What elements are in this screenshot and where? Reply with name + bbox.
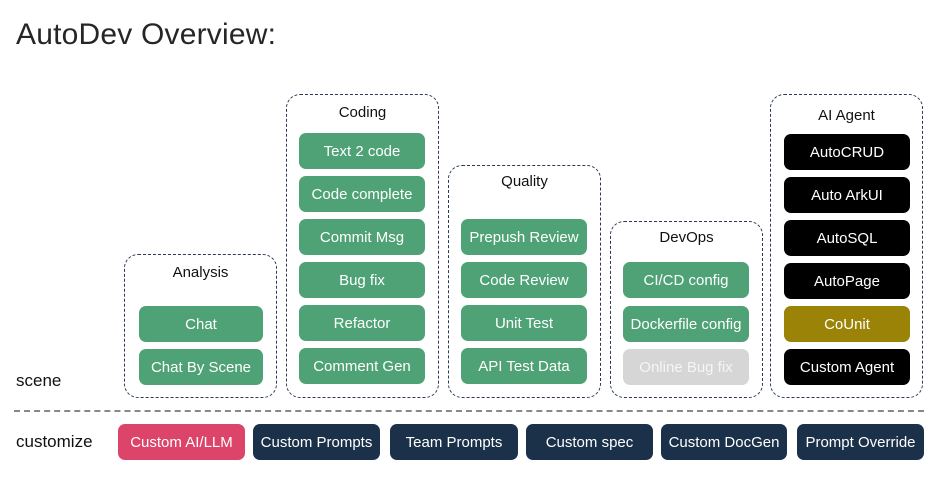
feature-bug-fix: Bug fix xyxy=(299,262,425,298)
customize-custom-docgen: Custom DocGen xyxy=(661,424,787,460)
feature-unit-test: Unit Test xyxy=(461,305,587,341)
group-quality: Quality Prepush Review Code Review Unit … xyxy=(448,165,601,398)
agent-autocrud: AutoCRUD xyxy=(784,134,910,170)
feature-api-test-data: API Test Data xyxy=(461,348,587,384)
feature-refactor: Refactor xyxy=(299,305,425,341)
feature-text-2-code: Text 2 code xyxy=(299,133,425,169)
feature-prepush-review: Prepush Review xyxy=(461,219,587,255)
row-divider xyxy=(14,410,924,412)
customize-custom-ai-llm: Custom AI/LLM xyxy=(118,424,245,460)
group-title-quality: Quality xyxy=(501,173,548,190)
feature-online-bug-fix: Online Bug fix xyxy=(623,349,749,385)
customize-team-prompts: Team Prompts xyxy=(390,424,518,460)
agent-custom-agent: Custom Agent xyxy=(784,349,910,385)
customize-custom-spec: Custom spec xyxy=(526,424,653,460)
feature-commit-msg: Commit Msg xyxy=(299,219,425,255)
group-title-devops: DevOps xyxy=(659,229,714,246)
feature-code-review: Code Review xyxy=(461,262,587,298)
customize-custom-prompts: Custom Prompts xyxy=(253,424,380,460)
feature-chat-by-scene: Chat By Scene xyxy=(139,349,263,385)
group-analysis: Analysis Chat Chat By Scene xyxy=(124,254,277,398)
agent-autosql: AutoSQL xyxy=(784,220,910,256)
row-label-customize: customize xyxy=(16,432,93,451)
feature-code-complete: Code complete xyxy=(299,176,425,212)
feature-ci-cd-config: CI/CD config xyxy=(623,262,749,298)
agent-auto-arkui: Auto ArkUI xyxy=(784,177,910,213)
feature-chat: Chat xyxy=(139,306,263,342)
row-label-scene: scene xyxy=(16,371,62,390)
agent-counit: CoUnit xyxy=(784,306,910,342)
group-title-coding: Coding xyxy=(338,104,387,121)
group-devops: DevOps CI/CD config Dockerfile config On… xyxy=(610,221,763,398)
group-title-ai-agent: AI Agent xyxy=(818,107,875,124)
feature-comment-gen: Comment Gen xyxy=(299,348,425,384)
group-ai-agent: AI Agent AutoCRUD Auto ArkUI AutoSQL Aut… xyxy=(770,94,923,398)
page-title: AutoDev Overview: xyxy=(16,18,277,51)
feature-dockerfile-config: Dockerfile config xyxy=(623,306,749,342)
agent-autopage: AutoPage xyxy=(784,263,910,299)
group-coding: Coding Text 2 code Code complete Commit … xyxy=(286,94,439,398)
customize-prompt-override: Prompt Override xyxy=(797,424,924,460)
group-title-analysis: Analysis xyxy=(172,264,229,281)
